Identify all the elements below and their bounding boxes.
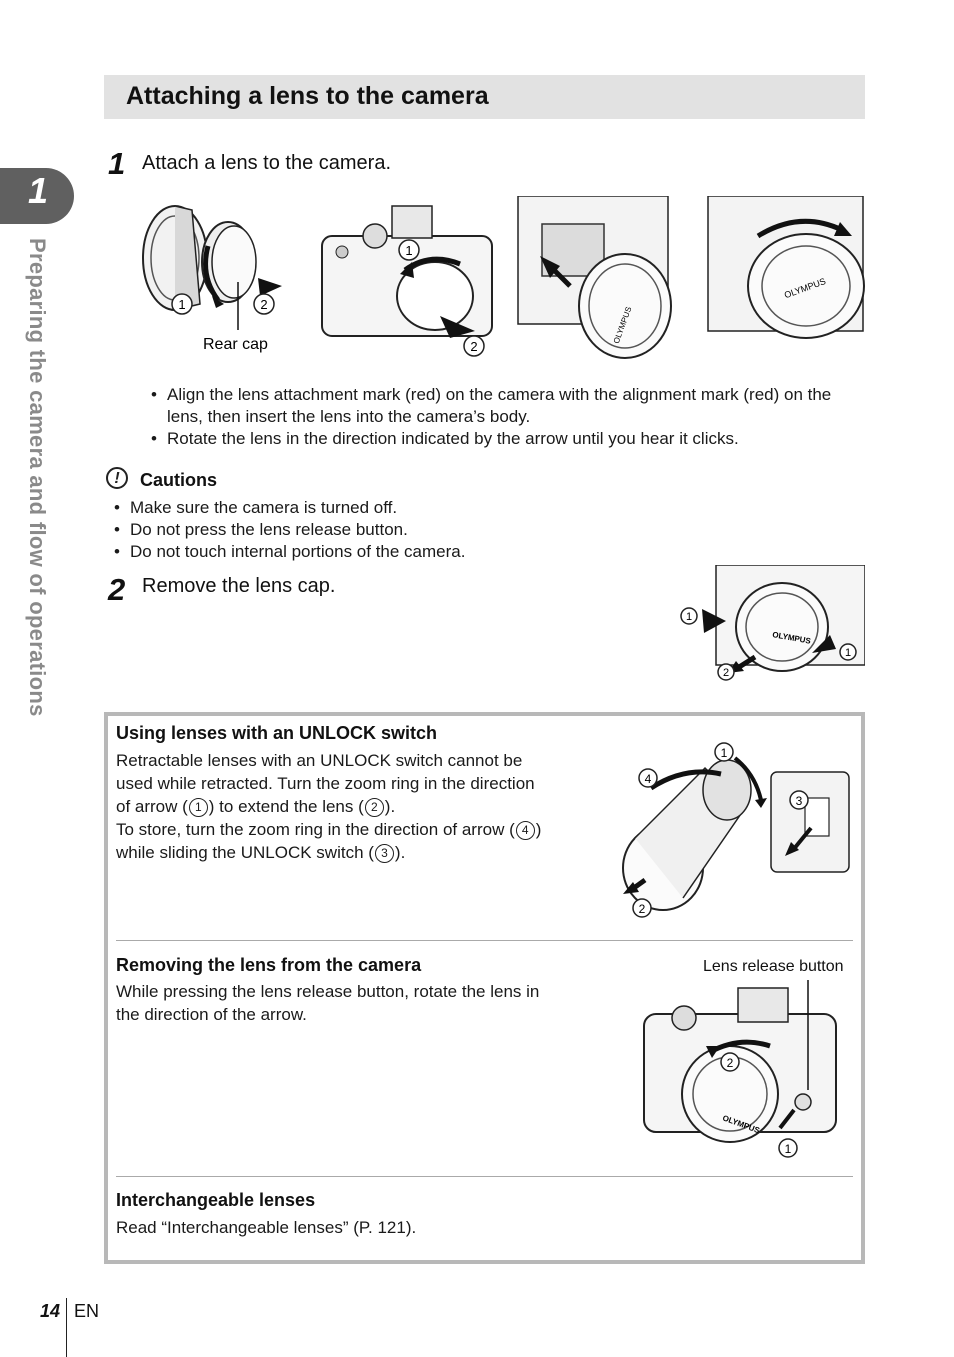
caution-item: Do not touch internal portions of the ca… [111, 541, 611, 563]
lens-release-caption: Lens release button [703, 958, 844, 975]
marker-4: 4 [515, 821, 535, 841]
figure-lens-insert: OLYMPUS [517, 196, 672, 359]
removing-fig-marker-1: 1 [785, 1142, 792, 1156]
fig-a-marker-2: 2 [260, 297, 267, 312]
caution-item: Do not press the lens release button. [111, 519, 611, 541]
unlock-text-part: ). [394, 843, 406, 862]
interchangeable-text: Read “Interchangeable lenses” (P. 121). [116, 1218, 417, 1237]
rear-cap-caption: Rear cap [203, 336, 268, 353]
removing-fig-marker-2: 2 [727, 1056, 734, 1070]
unlock-text-part: Retractable lenses with an UNLOCK switch… [116, 751, 535, 816]
unlock-text-part: ) while sliding the UNLOCK switch ( [116, 820, 542, 862]
fig-a-marker-1: 1 [178, 297, 185, 312]
cautions-list: Make sure the camera is turned off. Do n… [111, 497, 611, 563]
step-2-number: 2 [108, 572, 126, 607]
marker-2: 2 [364, 798, 384, 818]
figure-lens-rear-cap: 1 2 [142, 205, 282, 330]
unlock-fig-marker-3: 3 [796, 794, 803, 808]
interchangeable-heading: Interchangeable lenses [116, 1190, 316, 1210]
step-1-number: 1 [108, 146, 126, 181]
step-1-figures: 1 2 Rear cap 1 2 OLYMPUS OLYMPUS [142, 196, 865, 359]
figure-camera-body: 1 2 [321, 205, 493, 357]
unlock-fig-marker-1: 1 [721, 746, 728, 760]
marker-3: 3 [374, 844, 394, 864]
unlock-text-part: ) to extend the lens ( [208, 797, 364, 816]
fig-step2-marker-1b: 1 [845, 647, 851, 659]
removing-heading: Removing the lens from the camera [116, 955, 422, 975]
unlock-text-part: To store, turn the zoom ring in the dire… [116, 820, 515, 839]
unlock-text-part: ). [384, 797, 396, 816]
footer-divider [66, 1298, 67, 1357]
fig-b-marker-2: 2 [470, 339, 477, 354]
chapter-number: 1 [28, 170, 49, 211]
cautions-title: Cautions [140, 470, 218, 490]
caution-item: Make sure the camera is turned off. [111, 497, 611, 519]
marker-1: 1 [188, 798, 208, 818]
unlock-figure: 1 2 3 4 [622, 742, 850, 918]
section-header-band [104, 75, 865, 119]
chapter-tab [0, 168, 74, 224]
chapter-side-label: Preparing the camera and flow of operati… [25, 238, 50, 717]
unlock-fig-marker-2: 2 [639, 902, 646, 916]
step-1-text: Attach a lens to the camera. [142, 152, 392, 174]
step-1-bullet: Rotate the lens in the direction indicat… [148, 428, 860, 450]
fig-b-marker-1: 1 [405, 243, 412, 258]
step-2-figure: OLYMPUS 1 1 2 [680, 565, 865, 681]
unlock-text: Retractable lenses with an UNLOCK switch… [116, 749, 548, 864]
page-number: 14 [40, 1301, 61, 1321]
unlock-heading: Using lenses with an UNLOCK switch [116, 723, 438, 743]
caution-icon: ! [106, 467, 128, 489]
removing-text: While pressing the lens release button, … [116, 982, 540, 1024]
fig-step2-marker-2: 2 [723, 667, 729, 679]
step-1-bullets: Align the lens attachment mark (red) on … [148, 384, 860, 450]
figure-lens-rotate: OLYMPUS [707, 196, 865, 339]
removing-figure: OLYMPUS 2 1 [643, 980, 837, 1158]
unlock-fig-marker-4: 4 [645, 772, 652, 786]
box-divider [116, 940, 853, 941]
fig-step2-marker-1: 1 [686, 611, 692, 623]
step-2-text: Remove the lens cap. [142, 575, 336, 597]
step-1-bullet: Align the lens attachment mark (red) on … [148, 384, 860, 428]
box-divider [116, 1176, 853, 1177]
page-language: EN [74, 1301, 100, 1321]
page-title: Attaching a lens to the camera [126, 82, 489, 110]
